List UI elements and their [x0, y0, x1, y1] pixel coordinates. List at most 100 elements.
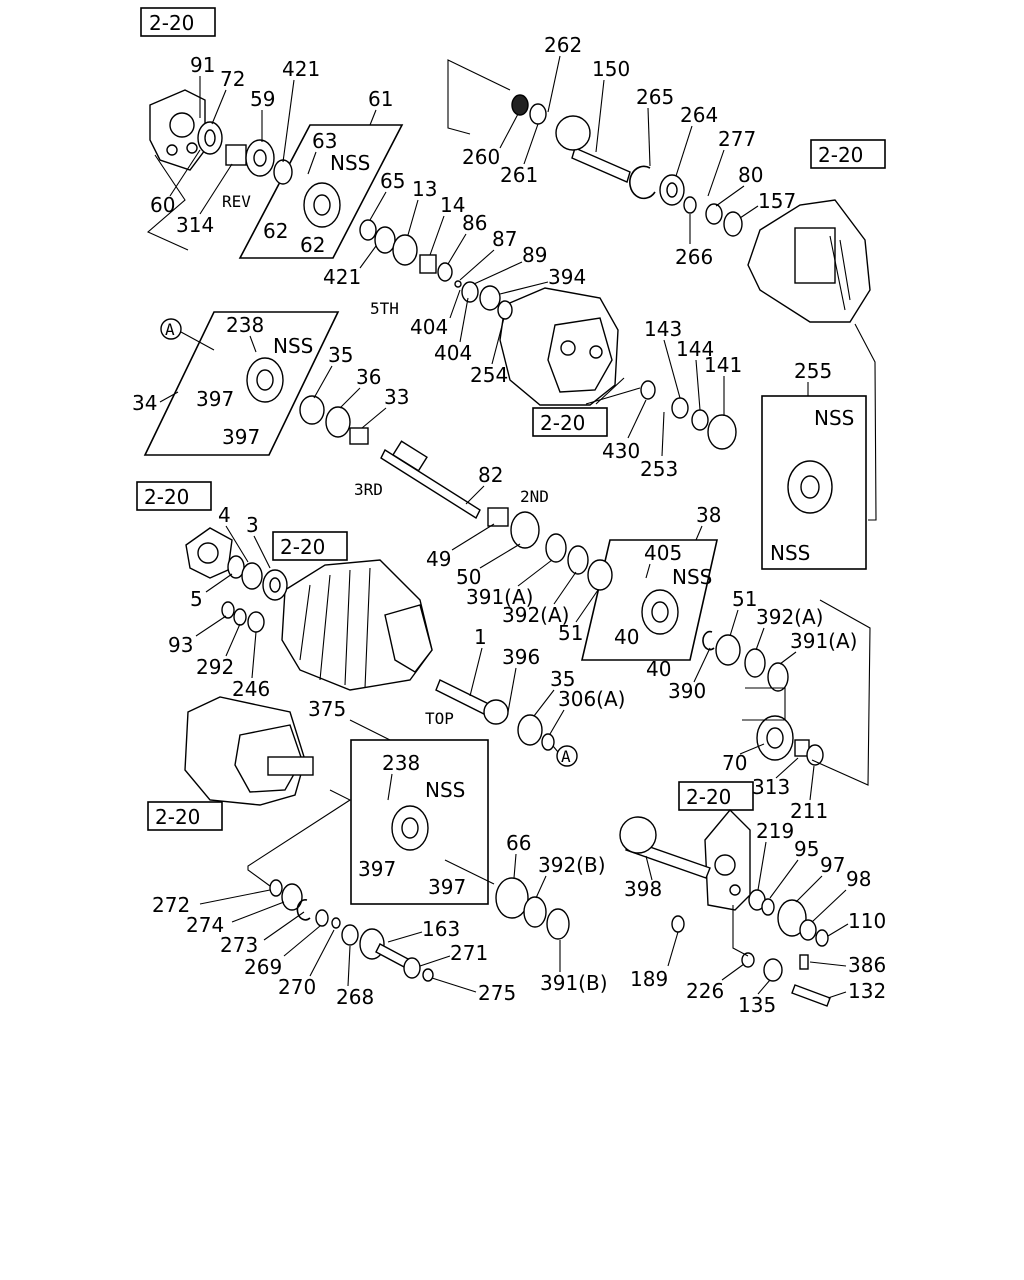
ref-box-top-left[interactable]: 2-20: [140, 7, 216, 37]
callout-86[interactable]: 86: [462, 211, 487, 235]
callout-390[interactable]: 390: [668, 679, 706, 703]
callout-35[interactable]: 35: [550, 667, 575, 691]
callout-277[interactable]: 277: [718, 127, 756, 151]
callout-391b[interactable]: 391(B): [540, 971, 608, 995]
callout-392a[interactable]: 392(A): [502, 603, 569, 627]
callout-36[interactable]: 36: [356, 365, 381, 389]
callout-404[interactable]: 404: [410, 315, 448, 339]
ref-box-mid-left[interactable]: 2-20: [136, 481, 212, 511]
callout-430[interactable]: 430: [602, 439, 640, 463]
callout-273[interactable]: 273: [220, 933, 258, 957]
callout-40[interactable]: 40: [646, 657, 671, 681]
callout-63[interactable]: 63: [312, 129, 337, 153]
callout-3[interactable]: 3: [246, 513, 259, 537]
callout-65[interactable]: 65: [380, 169, 405, 193]
circle-ref-a-lower[interactable]: A: [556, 745, 578, 767]
callout-253[interactable]: 253: [640, 457, 678, 481]
callout-397[interactable]: 397: [358, 857, 396, 881]
callout-87[interactable]: 87: [492, 227, 517, 251]
callout-62[interactable]: 62: [300, 233, 325, 257]
callout-254[interactable]: 254: [470, 363, 508, 387]
callout-421[interactable]: 421: [323, 265, 361, 289]
callout-404[interactable]: 404: [434, 341, 472, 365]
callout-163[interactable]: 163: [422, 917, 460, 941]
ref-box-center[interactable]: 2-20: [532, 407, 608, 437]
callout-375[interactable]: 375: [308, 697, 346, 721]
callout-89[interactable]: 89: [522, 243, 547, 267]
callout-392b[interactable]: 392(B): [538, 853, 606, 877]
callout-40[interactable]: 40: [614, 625, 639, 649]
ref-box-bottom-left[interactable]: 2-20: [147, 801, 223, 831]
callout-265[interactable]: 265: [636, 85, 674, 109]
callout-272[interactable]: 272: [152, 893, 190, 917]
callout-262[interactable]: 262: [544, 33, 582, 57]
callout-80[interactable]: 80: [738, 163, 763, 187]
callout-421[interactable]: 421: [282, 57, 320, 81]
callout-132[interactable]: 132: [848, 979, 886, 1003]
callout-59[interactable]: 59: [250, 87, 275, 111]
callout-391a[interactable]: 391(A): [790, 629, 857, 653]
callout-35[interactable]: 35: [328, 343, 353, 367]
callout-143[interactable]: 143: [644, 317, 682, 341]
callout-157[interactable]: 157: [758, 189, 796, 213]
callout-50[interactable]: 50: [456, 565, 481, 589]
callout-314[interactable]: 314: [176, 213, 214, 237]
callout-405[interactable]: 405: [644, 541, 682, 565]
callout-397[interactable]: 397: [196, 387, 234, 411]
callout-275[interactable]: 275: [478, 981, 516, 1005]
callout-1[interactable]: 1: [474, 625, 487, 649]
callout-292[interactable]: 292: [196, 655, 234, 679]
callout-49[interactable]: 49: [426, 547, 451, 571]
callout-51[interactable]: 51: [732, 587, 757, 611]
callout-306a[interactable]: 306(A): [558, 687, 625, 711]
ref-box-housing[interactable]: 2-20: [272, 531, 348, 561]
callout-268[interactable]: 268: [336, 985, 374, 1009]
callout-274[interactable]: 274: [186, 913, 224, 937]
callout-189[interactable]: 189: [630, 967, 668, 991]
callout-60[interactable]: 60: [150, 193, 175, 217]
callout-394[interactable]: 394: [548, 265, 586, 289]
callout-82[interactable]: 82: [478, 463, 503, 487]
callout-269[interactable]: 269: [244, 955, 282, 979]
callout-62[interactable]: 62: [263, 219, 288, 243]
callout-34[interactable]: 34: [132, 391, 157, 415]
callout-266[interactable]: 266: [675, 245, 713, 269]
callout-264[interactable]: 264: [680, 103, 718, 127]
callout-271[interactable]: 271: [450, 941, 488, 965]
callout-38[interactable]: 38: [696, 503, 721, 527]
callout-51[interactable]: 51: [558, 621, 583, 645]
callout-261[interactable]: 261: [500, 163, 538, 187]
callout-70[interactable]: 70: [722, 751, 747, 775]
callout-61[interactable]: 61: [368, 87, 393, 111]
callout-33[interactable]: 33: [384, 385, 409, 409]
callout-219[interactable]: 219: [756, 819, 794, 843]
callout-397[interactable]: 397: [222, 425, 260, 449]
callout-150[interactable]: 150: [592, 57, 630, 81]
callout-270[interactable]: 270: [278, 975, 316, 999]
circle-ref-a-upper[interactable]: A: [160, 318, 182, 340]
callout-313[interactable]: 313: [752, 775, 790, 799]
callout-391a[interactable]: 391(A): [466, 585, 533, 609]
callout-13[interactable]: 13: [412, 177, 437, 201]
callout-95[interactable]: 95: [794, 837, 819, 861]
callout-5[interactable]: 5: [190, 587, 203, 611]
callout-238[interactable]: 238: [226, 313, 264, 337]
callout-211[interactable]: 211: [790, 799, 828, 823]
callout-14[interactable]: 14: [440, 193, 465, 217]
ref-box-bottom-right[interactable]: 2-20: [678, 781, 754, 811]
callout-135[interactable]: 135: [738, 993, 776, 1017]
ref-box-top-right[interactable]: 2-20: [810, 139, 886, 169]
callout-392a[interactable]: 392(A): [756, 605, 823, 629]
callout-396[interactable]: 396: [502, 645, 540, 669]
callout-398[interactable]: 398: [624, 877, 662, 901]
callout-260[interactable]: 260: [462, 145, 500, 169]
callout-93[interactable]: 93: [168, 633, 193, 657]
callout-386[interactable]: 386: [848, 953, 886, 977]
callout-110[interactable]: 110: [848, 909, 886, 933]
callout-226[interactable]: 226: [686, 979, 724, 1003]
callout-4[interactable]: 4: [218, 503, 231, 527]
callout-141[interactable]: 141: [704, 353, 742, 377]
callout-97[interactable]: 97: [820, 853, 845, 877]
callout-66[interactable]: 66: [506, 831, 531, 855]
callout-397[interactable]: 397: [428, 875, 466, 899]
